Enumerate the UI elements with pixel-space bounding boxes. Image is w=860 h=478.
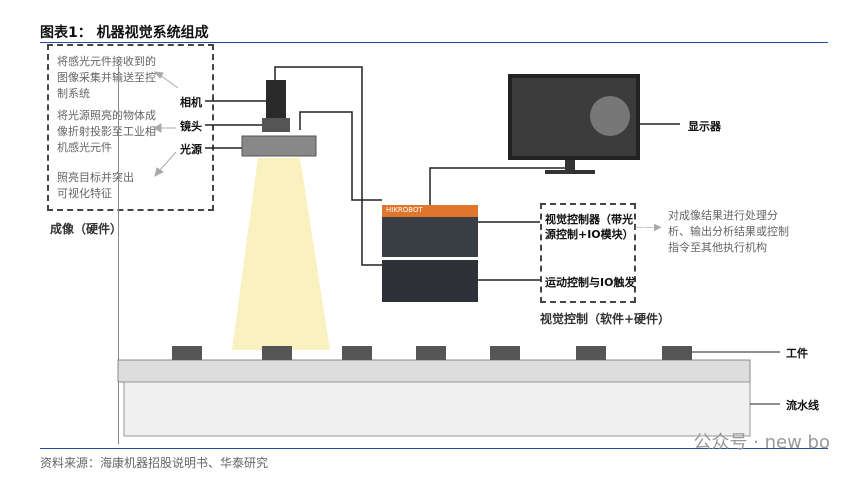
watermark: 公众号 · new bo	[693, 432, 830, 453]
control-arrow: ——▶	[634, 222, 662, 233]
conveyor-body	[123, 381, 751, 437]
conveyor-top	[117, 359, 751, 383]
imaging-caption: 成像（硬件）	[50, 222, 123, 236]
label-light: 光源	[180, 143, 202, 156]
label-lens: 镜头	[180, 120, 202, 133]
lens-body	[262, 118, 290, 132]
label-workpiece: 工件	[786, 347, 808, 360]
note-lens: 将光源照亮的物体成像折射投影至工业相机感光元件	[57, 109, 156, 154]
source-note: 资料来源：海康机器招股说明书、华泰研究	[40, 456, 269, 470]
footer-rule	[40, 448, 828, 449]
controller-brand: HIKROBOT	[386, 206, 423, 214]
leader-lines	[205, 66, 680, 281]
light-beam	[232, 158, 330, 350]
label-conveyor: 流水线	[786, 399, 819, 412]
vertical-guide	[118, 64, 119, 444]
figure-title: 图表1： 机器视觉系统组成	[40, 25, 209, 41]
motion-controller-body	[382, 260, 478, 302]
control-box	[540, 203, 636, 303]
control-note: 对成像结果进行处理分析、输出分析结果或控制指令至其他执行机构	[668, 209, 789, 254]
arrows	[152, 71, 179, 177]
imaging-box	[47, 44, 214, 211]
note-camera: 将感光元件接收到的图像采集并输送至控制系统	[57, 55, 156, 100]
light-source	[241, 135, 317, 157]
control-caption: 视觉控制（软件+硬件）	[540, 312, 671, 326]
label-camera: 相机	[180, 96, 202, 109]
label-vision-controller: 视觉控制器（带光源控制+IO模块）	[545, 213, 634, 241]
display-label: 显示器	[688, 120, 721, 133]
camera-body	[266, 80, 286, 120]
workpieces	[172, 346, 692, 360]
title-rule	[40, 42, 828, 43]
label-motion-control: 运动控制与IO触发	[545, 276, 636, 289]
note-light: 照亮目标并突出可视化特征	[57, 171, 134, 200]
